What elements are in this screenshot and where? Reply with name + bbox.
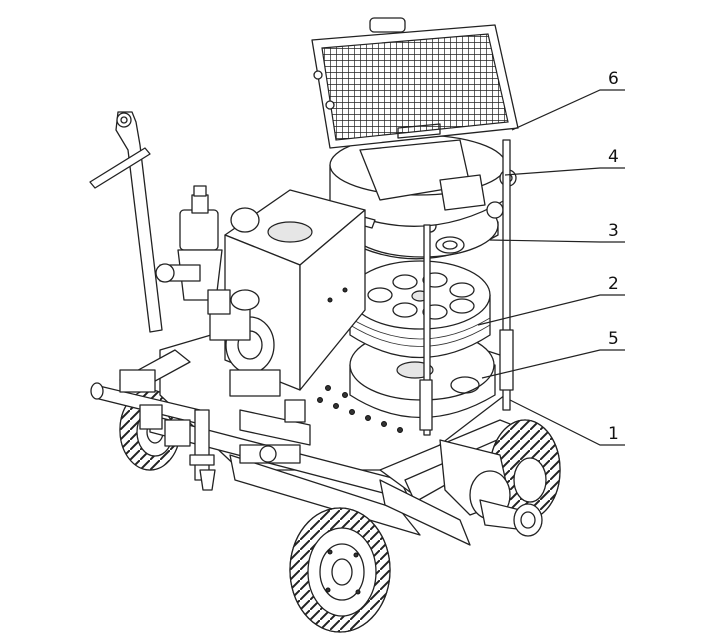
callout-3: 3 <box>608 221 619 241</box>
callout-6: 6 <box>608 69 619 89</box>
guide-rods <box>419 139 514 436</box>
callout-labels: 6 4 3 2 5 1 <box>608 69 619 444</box>
front-left-wheel <box>289 507 391 633</box>
callout-4: 4 <box>608 147 619 167</box>
callout-2: 2 <box>608 274 619 294</box>
hopper-grate-lid <box>311 17 519 149</box>
callout-1: 1 <box>608 424 619 444</box>
plate-holes <box>317 385 403 433</box>
air-filter-regulator <box>155 185 260 315</box>
motor-housing <box>209 189 366 391</box>
inlet-pipes-valves <box>90 369 311 491</box>
callout-leaders <box>477 89 625 446</box>
rotor-body <box>349 260 491 359</box>
outlet-elbow <box>439 439 543 537</box>
push-handle <box>89 111 163 333</box>
callout-5: 5 <box>608 329 619 349</box>
hopper-housing <box>329 134 517 229</box>
